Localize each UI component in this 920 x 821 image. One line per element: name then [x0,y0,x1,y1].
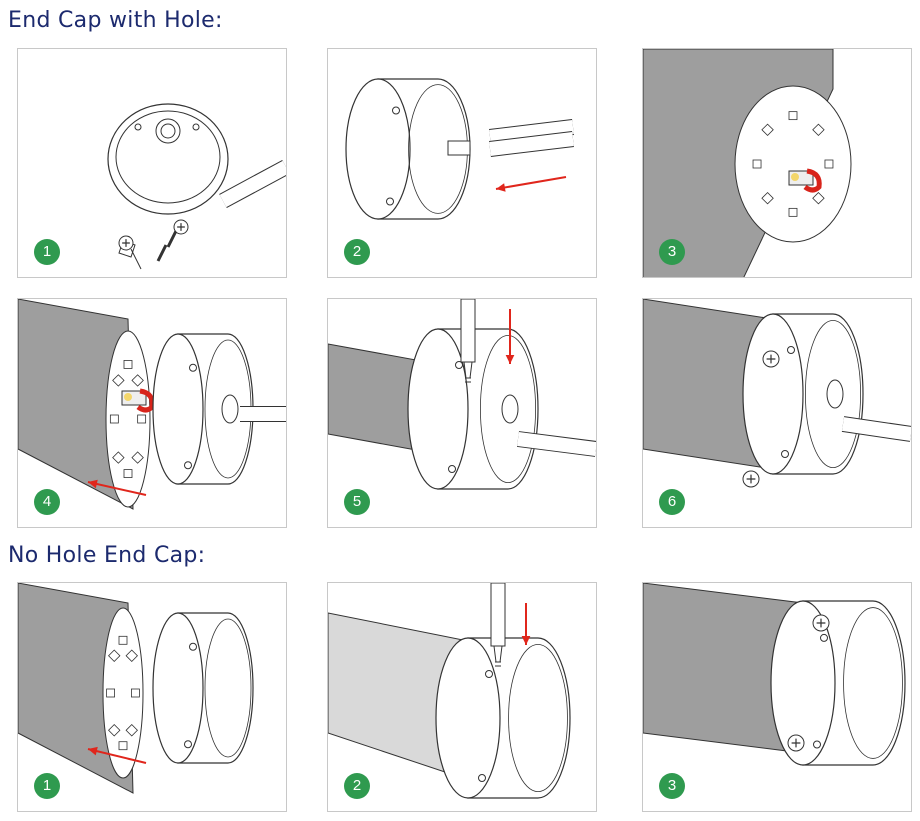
led-tube [18,583,134,794]
illustration-cap-onto-tube [18,583,254,794]
step-badge: 6 [659,489,685,515]
section-title-no-hole-end-cap: No Hole End Cap: [8,543,206,568]
step-panel-nohole-1: 1 [17,582,287,812]
step-badge: 2 [344,773,370,799]
mounting-screws [118,219,189,270]
illustration-screwdriver-cable [328,299,596,490]
step-badge: 2 [344,239,370,265]
step-badge: 1 [34,773,60,799]
led-tube [18,299,134,510]
step-panel-nohole-3: 3 [642,582,912,812]
illustration-cable-into-cap [345,78,574,220]
wire-connector [121,388,155,413]
step-panel-hole-1: 1 [17,48,287,278]
step-panel-hole-4: 4 [17,298,287,528]
step-badge: 4 [34,489,60,515]
illustration-tube-end-connector [643,49,852,277]
wire-connector [788,168,822,193]
illustration-assembled [643,583,906,766]
illustration-assembled-cable [643,299,911,488]
screwdriver [490,583,506,667]
illustration-cap-onto-tube-cable [18,299,286,510]
tube-end-face [102,607,144,779]
power-cable [219,159,286,209]
step-panel-hole-3: 3 [642,48,912,278]
illustration-screwdriver [328,583,571,799]
direction-arrow [87,479,147,496]
step-badge: 1 [34,239,60,265]
direction-arrow [495,176,567,192]
step-panel-hole-2: 2 [327,48,597,278]
direction-arrow [87,746,147,764]
step-panel-hole-6: 6 [642,298,912,528]
tube-end-face [734,85,852,243]
power-cable [516,431,596,457]
power-cable [841,416,911,442]
step-panel-hole-5: 5 [327,298,597,528]
screwdriver [460,299,476,383]
cap-center-hole [155,118,181,144]
direction-arrow [505,309,515,364]
illustration-cap-with-hole [107,103,286,270]
section-title-end-cap-with-hole: End Cap with Hole: [8,8,223,33]
step-panel-nohole-2: 2 [327,582,597,812]
step-badge: 3 [659,239,685,265]
power-cable [489,131,574,157]
tube-end-face [105,330,151,508]
power-cable [489,119,574,145]
direction-arrow [521,603,531,645]
step-badge: 3 [659,773,685,799]
step-badge: 5 [344,489,370,515]
